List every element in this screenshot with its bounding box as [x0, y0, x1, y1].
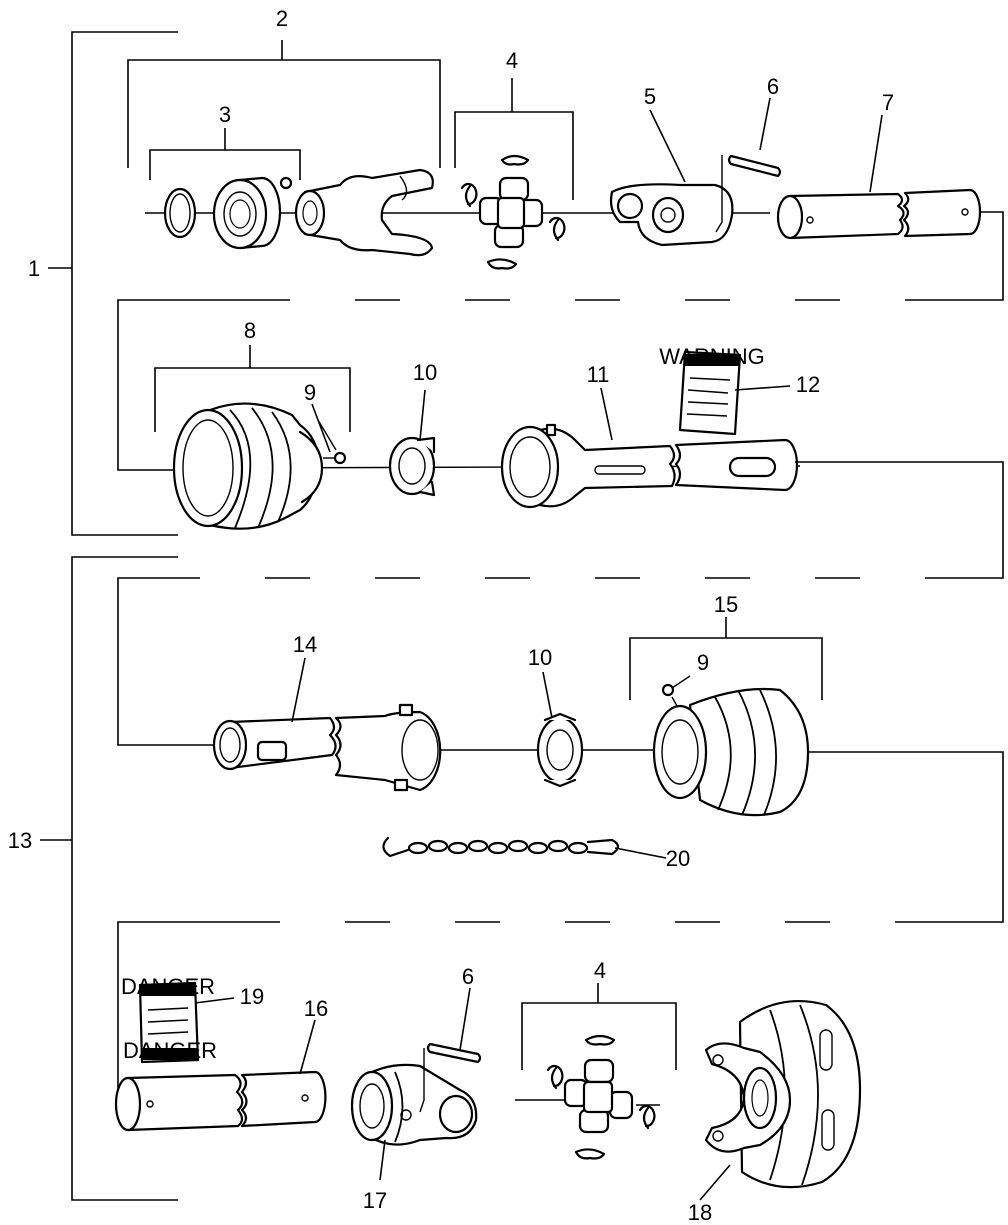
sub-bracket-8	[154, 345, 351, 432]
callout-14: 14	[293, 632, 317, 657]
callout-10-top: 10	[413, 360, 437, 385]
group-bracket-1	[48, 31, 178, 536]
callout-4-bottom: 4	[594, 958, 606, 983]
outer-yoke-part	[609, 183, 734, 247]
safety-chain-part	[382, 836, 620, 858]
callout-15: 15	[714, 592, 738, 617]
connector-row1-row2	[117, 211, 1004, 471]
callout-6-top: 6	[767, 74, 779, 99]
callout-8: 8	[244, 318, 256, 343]
callout-1: 1	[28, 256, 40, 281]
roll-pin-part	[715, 154, 782, 233]
callout-6-bottom: 6	[462, 964, 474, 989]
u-joint-cross-part-4b	[546, 1034, 656, 1160]
sub-bracket-2	[127, 40, 441, 168]
warning-decal-label: WARNING	[659, 344, 765, 369]
clutch-yoke-part	[704, 999, 862, 1189]
inner-tube-part	[500, 423, 799, 509]
group-bracket-13	[40, 556, 178, 1201]
sub-bracket-15	[629, 617, 823, 700]
u-joint-cross-part	[460, 154, 566, 270]
sub-bracket-4-bottom	[521, 983, 677, 1070]
inner-yoke-part	[350, 1063, 478, 1146]
callout-16: 16	[304, 996, 328, 1021]
callout-9-bottom: 9	[697, 650, 709, 675]
callout-18: 18	[688, 1200, 712, 1225]
roll-pin-part-6b	[419, 1042, 482, 1113]
callout-11: 11	[587, 362, 610, 387]
callout-13: 13	[8, 828, 32, 853]
callout-5: 5	[644, 84, 656, 109]
snap-ring-part	[163, 187, 197, 239]
callout-2: 2	[276, 6, 288, 31]
connector-row3-row4	[117, 751, 1004, 1098]
callout-9-top: 9	[304, 380, 316, 405]
outer-tube-part	[776, 188, 982, 240]
leader-lines	[194, 97, 883, 1201]
bearing-ring-part-10b	[536, 712, 584, 788]
callout-3: 3	[219, 102, 231, 127]
callout-20: 20	[666, 846, 690, 871]
danger-decal-part: DANGER DANGER	[121, 974, 217, 1064]
danger-decal-label-bottom: DANGER	[123, 1038, 217, 1063]
bearing-ring-part-10a	[388, 436, 436, 497]
sub-bracket-4-top	[454, 78, 574, 200]
callout-17: 17	[363, 1188, 387, 1213]
yoke-part	[294, 168, 434, 257]
screw-part-9a	[317, 419, 347, 465]
danger-decal-label-top: DANGER	[121, 974, 215, 999]
callout-19: 19	[240, 984, 264, 1009]
shield-cone-part-15	[652, 687, 810, 817]
sub-bracket-3	[149, 128, 301, 180]
inner-tube-part-14	[212, 703, 442, 792]
bearing-collar-part	[212, 176, 293, 250]
callout-12: 12	[796, 372, 820, 397]
connector-row2-row3	[117, 461, 1004, 746]
callout-10-bottom: 10	[528, 645, 552, 670]
outer-tube-part-16	[114, 1070, 327, 1132]
warning-decal-part: WARNING	[659, 344, 765, 436]
shield-cone-part	[172, 402, 324, 530]
callout-4-top: 4	[506, 48, 518, 73]
callout-7: 7	[882, 90, 894, 115]
